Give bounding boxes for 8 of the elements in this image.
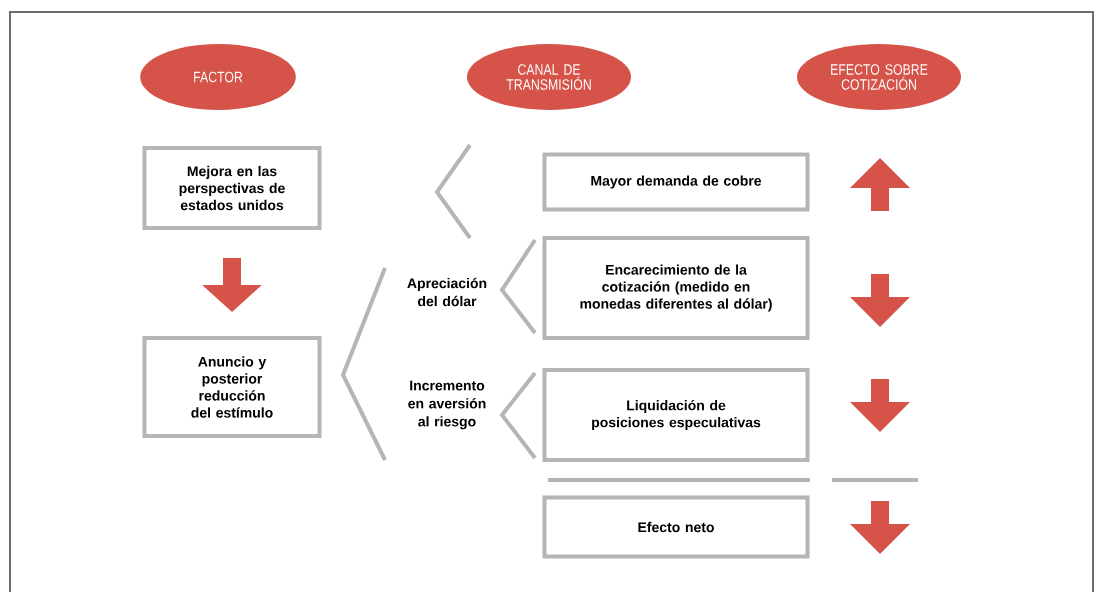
branch-label: Apreciación del dólar: [407, 277, 487, 307]
process-box: Mayor demanda de cobre: [542, 152, 810, 212]
process-box: Liquidación de posiciones especulativas: [542, 368, 810, 462]
process-box: Anuncio y posterior reducción del estímulo: [142, 336, 322, 438]
process-box: Efecto neto: [542, 495, 810, 559]
branch-label: Incremento en aversión al riesgo: [408, 380, 486, 430]
process-box: Mejora en las perspectivas de estados unidos: [142, 146, 322, 230]
process-box: Encarecimiento de la cotización (medido en monedas diferentes al dólar): [542, 236, 810, 340]
